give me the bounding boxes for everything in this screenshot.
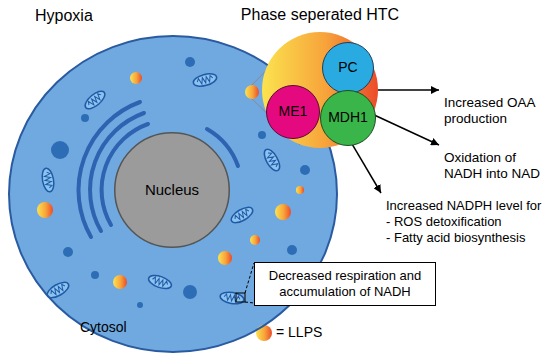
enzyme-circle xyxy=(321,91,376,146)
region-label: Cytosol xyxy=(80,319,127,336)
enzyme-label: MDH1 xyxy=(328,109,368,126)
vesicle xyxy=(300,165,310,175)
enzyme-label: ME1 xyxy=(279,103,308,120)
vesicle xyxy=(51,141,69,159)
zoom-marker xyxy=(236,293,245,302)
legend-label: = LLPS xyxy=(276,324,322,340)
outcome-label: Oxidation of NADH into NAD xyxy=(444,150,544,183)
vesicle xyxy=(81,114,89,122)
leader-line xyxy=(245,302,254,303)
outcome-list-item: - Fatty acid biosynthesis xyxy=(386,230,544,246)
outcome-text: Increased NADPH level for- ROS detoxific… xyxy=(386,198,544,246)
condensate-heading: Phase seperated HTC xyxy=(232,5,408,25)
mitochondrion xyxy=(219,290,245,305)
llps-droplet xyxy=(296,186,304,194)
enzyme-circle: PC xyxy=(322,42,374,94)
enzyme-circle xyxy=(323,43,374,94)
llps-droplet xyxy=(37,202,53,218)
legend-sample xyxy=(256,325,272,341)
arrow-connector xyxy=(373,114,439,145)
enzyme-circle: ME1 xyxy=(266,85,320,139)
mitochondrion xyxy=(147,273,173,292)
outcome-list-item: - ROS detoxification xyxy=(386,214,544,230)
enzyme-circle xyxy=(267,86,320,139)
condensate-circle: Phase seperated HTCPCME1MDH1 xyxy=(262,32,378,148)
nucleus-circle xyxy=(115,133,230,248)
llps-droplet xyxy=(113,275,127,289)
outcome-text: Increased OAA production xyxy=(444,95,544,128)
vesicle xyxy=(287,245,297,255)
llps-droplet xyxy=(130,72,142,84)
enzyme-label: PC xyxy=(338,59,357,76)
leader-line xyxy=(245,263,254,293)
nucleus-circle: Nucleus xyxy=(114,132,230,248)
legend: = LLPS xyxy=(276,324,322,340)
outcome-label: Increased NADPH level for xyxy=(386,198,544,214)
vesicle xyxy=(91,271,99,279)
mitochondrion xyxy=(192,72,218,89)
condensate-circle xyxy=(262,32,378,148)
mitochondrion xyxy=(82,88,107,112)
mitochondria xyxy=(40,72,282,306)
vesicle xyxy=(185,57,195,67)
llps-droplet xyxy=(218,251,232,265)
llps-droplet xyxy=(275,204,291,220)
vesicle xyxy=(63,247,73,257)
llps-droplet xyxy=(250,235,260,245)
note-text: Decreased respiration and accumulation o… xyxy=(263,268,427,300)
enzyme-circle: MDH1 xyxy=(320,90,376,146)
organelle-label: Nucleus xyxy=(145,181,199,199)
mitochondrion xyxy=(40,167,55,193)
llps-droplet xyxy=(245,85,259,99)
mitochondrion xyxy=(229,204,255,226)
vesicle xyxy=(137,302,143,308)
cell-heading: Hypoxia xyxy=(35,6,93,26)
mitochondrion xyxy=(261,147,283,173)
note-box: Decreased respiration and accumulation o… xyxy=(254,262,436,306)
vesicle xyxy=(258,131,266,139)
outcome-text: Oxidation of NADH into NAD xyxy=(444,150,544,183)
outcome-label: Increased OAA production xyxy=(444,95,544,128)
arrow-connector xyxy=(378,89,439,91)
arrow-connector xyxy=(350,140,381,193)
vesicle xyxy=(183,285,197,299)
